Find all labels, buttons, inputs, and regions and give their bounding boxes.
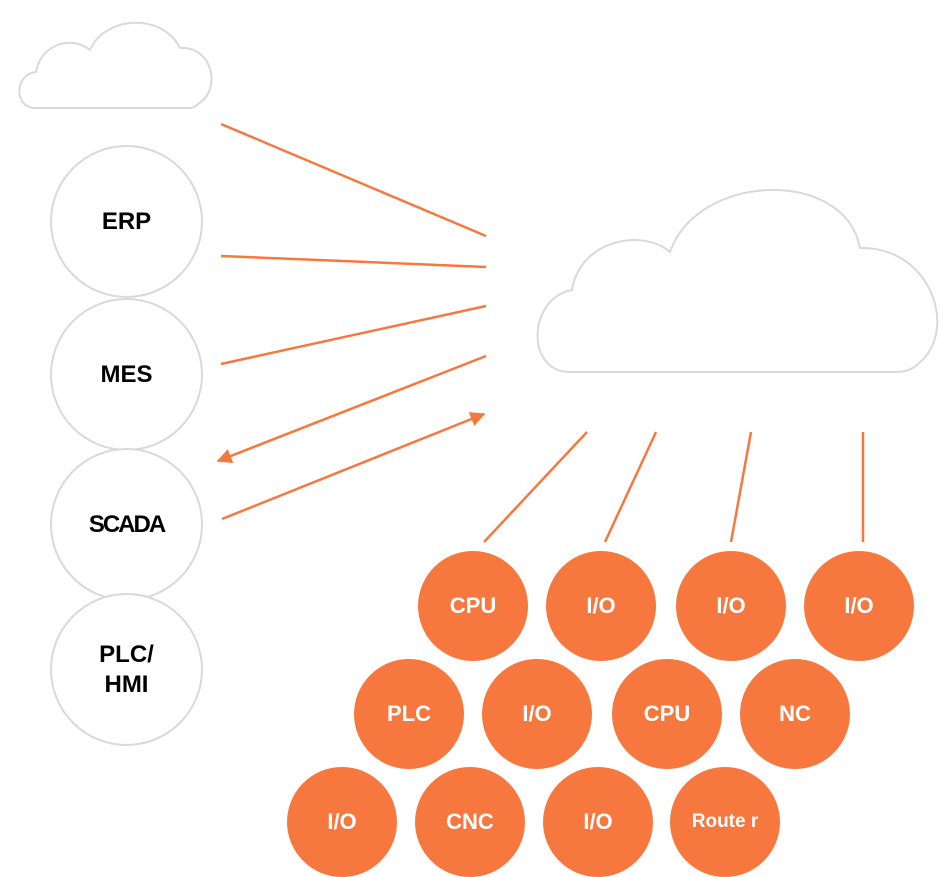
device-plc: PLC: [354, 659, 464, 769]
device-label: I/O: [844, 593, 874, 618]
connector-line: [220, 304, 487, 366]
scada-label: SCADA: [88, 510, 166, 538]
device-label: CPU: [449, 593, 497, 618]
device-label: Route r: [691, 811, 759, 833]
device-nc: NC: [740, 659, 850, 769]
connector-arrow-up: [221, 412, 486, 521]
device-connector-line: [729, 431, 753, 543]
small-cloud-icon: [18, 21, 213, 109]
device-router: Route r: [670, 767, 780, 877]
device-io: I/O: [543, 767, 653, 877]
device-connector-line: [603, 431, 658, 543]
device-label: CPU: [643, 701, 691, 726]
connector-line: [220, 254, 487, 269]
device-label: PLC: [387, 701, 431, 726]
connector-arrow-down: [216, 354, 487, 464]
scada-node: SCADA: [50, 448, 203, 601]
erp-label: ERP: [101, 207, 152, 235]
plc-hmi-node: PLC/ HMI: [50, 593, 203, 746]
device-label: CNC: [446, 809, 494, 834]
device-cpu: CPU: [418, 551, 528, 661]
plc-hmi-label: PLC/ HMI: [99, 640, 154, 698]
erp-node: ERP: [50, 145, 203, 298]
device-connector-line: [483, 431, 588, 543]
device-io: I/O: [482, 659, 592, 769]
device-io: I/O: [804, 551, 914, 661]
device-label: NC: [779, 701, 811, 726]
device-label: I/O: [583, 809, 613, 834]
device-io: I/O: [676, 551, 786, 661]
device-cnc: CNC: [415, 767, 525, 877]
connector-line: [220, 122, 487, 238]
mes-label: MES: [100, 360, 153, 388]
device-label: I/O: [327, 809, 357, 834]
large-cloud-icon: [536, 189, 939, 373]
device-io: I/O: [546, 551, 656, 661]
device-label: I/O: [522, 701, 552, 726]
connector-lines: [216, 122, 487, 521]
device-label: I/O: [716, 593, 746, 618]
device-cpu: CPU: [612, 659, 722, 769]
device-label: I/O: [586, 593, 616, 618]
device-connector-lines: [483, 431, 865, 543]
mes-node: MES: [50, 298, 203, 451]
device-io: I/O: [287, 767, 397, 877]
